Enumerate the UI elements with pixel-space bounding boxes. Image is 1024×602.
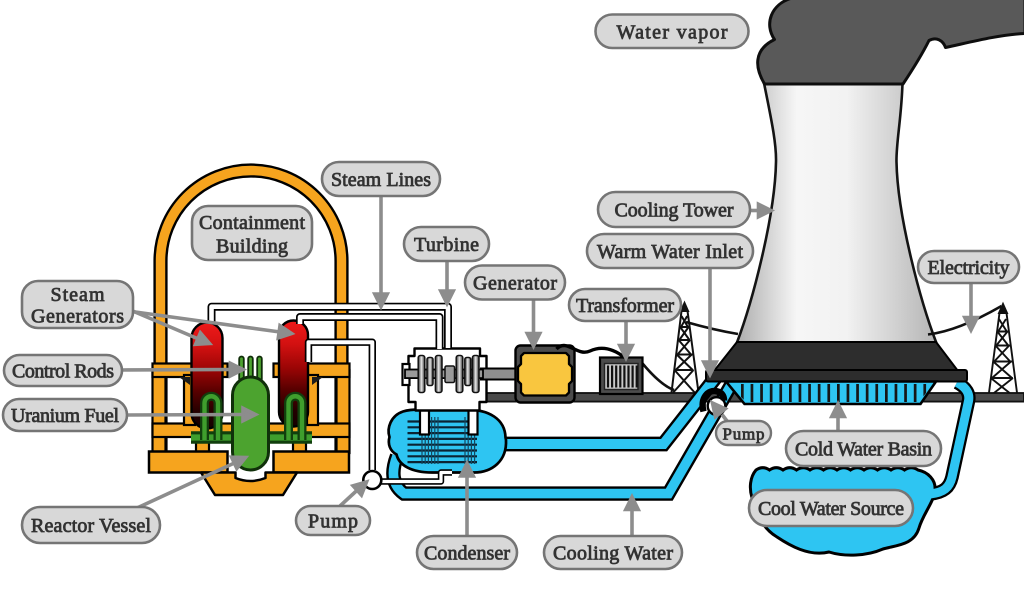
svg-text:Steam Lines: Steam Lines (331, 169, 431, 191)
svg-text:Condenser: Condenser (424, 543, 510, 565)
svg-text:Warm Water Inlet: Warm Water Inlet (597, 241, 743, 263)
svg-text:Steam: Steam (51, 284, 105, 306)
svg-text:Generators: Generators (31, 306, 124, 328)
svg-text:Reactor Vessel: Reactor Vessel (31, 515, 151, 537)
svg-text:Electricity: Electricity (928, 257, 1010, 279)
svg-text:Generator: Generator (473, 273, 557, 295)
svg-text:Pump: Pump (308, 511, 358, 533)
svg-text:Cooling Water: Cooling Water (553, 543, 673, 565)
svg-text:Turbine: Turbine (414, 234, 479, 256)
svg-text:Containment: Containment (199, 212, 305, 234)
svg-text:Uranium Fuel: Uranium Fuel (11, 405, 119, 427)
svg-text:Cool Water Source: Cool Water Source (758, 498, 904, 520)
svg-text:Transformer: Transformer (576, 295, 674, 317)
svg-text:Control Rods: Control Rods (12, 361, 114, 383)
svg-text:Cold Water Basin: Cold Water Basin (795, 439, 932, 461)
svg-text:Cooling Tower: Cooling Tower (615, 200, 734, 222)
svg-text:Pump: Pump (723, 425, 765, 444)
svg-text:Building: Building (216, 236, 288, 258)
svg-text:Water vapor: Water vapor (617, 22, 728, 44)
